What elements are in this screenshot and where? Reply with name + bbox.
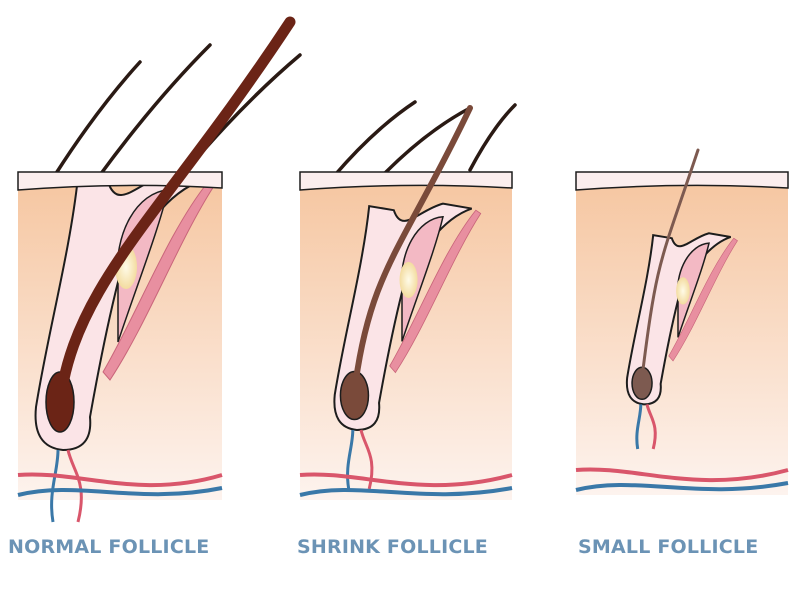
panel-normal-follicle xyxy=(17,16,302,523)
panel-shrink-follicle xyxy=(299,100,517,500)
bulb-vein xyxy=(635,404,643,450)
label-normal-follicle: NORMAL FOLLICLE xyxy=(8,536,210,558)
vein xyxy=(575,481,789,492)
follicle xyxy=(625,232,738,450)
bulb-vein xyxy=(346,429,355,490)
outer-root-sheath xyxy=(333,202,473,431)
sebum xyxy=(676,277,690,305)
sebaceous-gland xyxy=(400,215,444,342)
hair-shaft xyxy=(54,16,296,408)
hair-strand xyxy=(383,106,472,175)
arrector-pili-muscle xyxy=(389,209,482,374)
panel-small-follicle xyxy=(575,148,789,495)
artery xyxy=(575,467,789,482)
artery xyxy=(17,472,223,487)
epidermis xyxy=(299,171,513,191)
label-shrink-follicle: SHRINK FOLLICLE xyxy=(297,536,488,558)
arrector-pili-muscle xyxy=(668,237,738,362)
vein xyxy=(299,486,513,497)
hair-strand xyxy=(98,43,212,177)
artery xyxy=(299,472,513,487)
hair-shaft xyxy=(640,148,700,379)
bulb-artery xyxy=(645,403,657,450)
epidermis xyxy=(575,171,789,191)
hair-strand xyxy=(468,103,517,172)
follicle xyxy=(333,202,482,490)
sebum xyxy=(399,261,418,298)
label-small-follicle: SMALL FOLLICLE xyxy=(578,536,759,558)
bulb-vein xyxy=(50,449,60,523)
hair-strand xyxy=(333,100,417,177)
vein xyxy=(17,486,223,497)
sebaceous-gland xyxy=(676,242,710,338)
hair-shaft xyxy=(351,105,473,395)
outer-root-sheath xyxy=(625,232,732,406)
hair-strand xyxy=(53,60,142,177)
